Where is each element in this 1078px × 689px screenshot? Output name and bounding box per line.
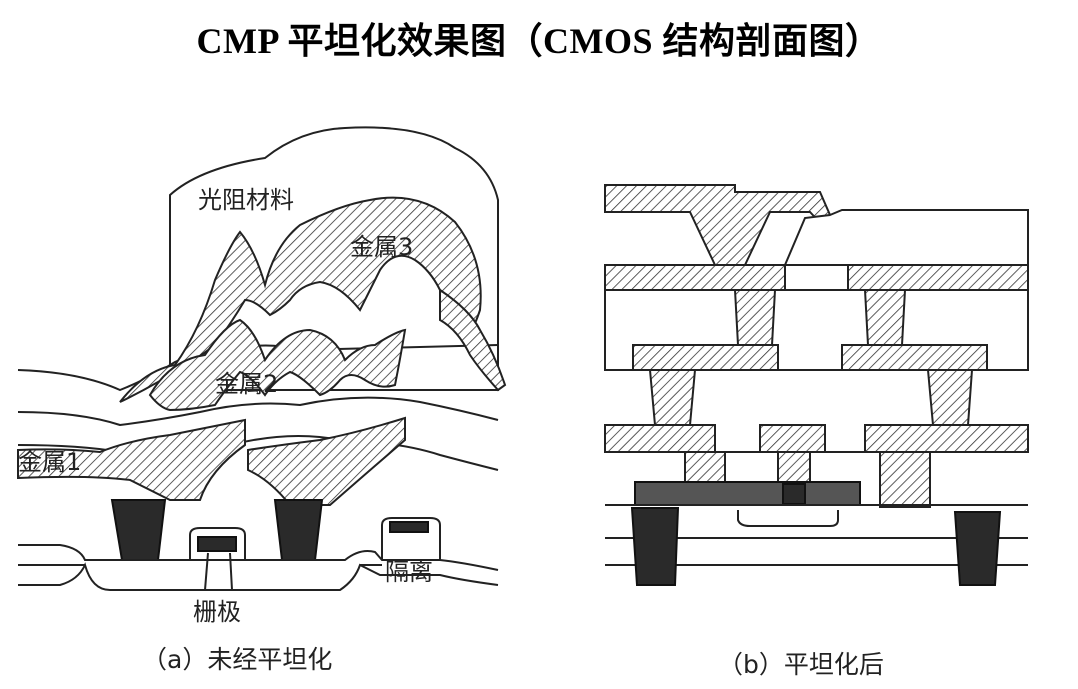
metal-line-l2-right xyxy=(841,344,988,371)
gate-electrode-b xyxy=(782,483,806,505)
channel-region xyxy=(737,510,839,527)
metal-line-l3-right xyxy=(847,264,1029,291)
substrate-line-bottom xyxy=(18,562,499,591)
panel-a-cross-section xyxy=(17,126,507,591)
metal1-left xyxy=(17,418,246,501)
poly-gate-layer xyxy=(634,481,861,506)
via-l3-left xyxy=(733,289,777,346)
gate-electrode xyxy=(197,536,237,552)
contact-left xyxy=(110,499,167,561)
metal2-layer xyxy=(148,318,407,412)
gate-label: 栅极 xyxy=(193,598,241,626)
panel-a-caption: （a）未经平坦化 xyxy=(142,645,332,674)
page-title: CMP 平坦化效果图（CMOS 结构剖面图） xyxy=(196,21,882,61)
dielectric-line-2 xyxy=(17,396,499,427)
panel-b-cross-section xyxy=(604,184,1029,586)
contact-b-left xyxy=(684,451,726,483)
panel-b-caption: （b）平坦化后 xyxy=(718,650,884,679)
metal1-label: 金属1 xyxy=(18,448,81,476)
metal-line-l1-left xyxy=(604,424,716,453)
metal-line-l3-left xyxy=(604,264,786,291)
metal-line-l1-center xyxy=(759,424,826,453)
via-l2-left xyxy=(648,369,697,426)
gate-pointer xyxy=(204,552,233,591)
photoresist-label: 光阻材料 xyxy=(198,186,294,214)
metal3-label: 金属3 xyxy=(350,233,413,261)
contact-b-center xyxy=(777,451,811,483)
trench-left xyxy=(630,507,680,586)
substrate-line-top xyxy=(18,544,499,571)
metal3-layer-right xyxy=(439,288,507,392)
isolation-label: 隔离 xyxy=(385,558,433,586)
contact-right xyxy=(273,499,324,561)
metal-line-l1-right xyxy=(864,424,1029,453)
via-l3-right xyxy=(863,289,907,346)
metal-line-l2-left xyxy=(632,344,779,371)
contact-b-right xyxy=(879,451,931,508)
trench-right xyxy=(953,511,1002,586)
metal2-label: 金属2 xyxy=(215,370,278,398)
via-l2-right xyxy=(926,369,974,426)
top-metal-layer-right xyxy=(783,209,1029,266)
isolation-cap xyxy=(389,521,429,533)
metal1-right xyxy=(247,416,406,506)
